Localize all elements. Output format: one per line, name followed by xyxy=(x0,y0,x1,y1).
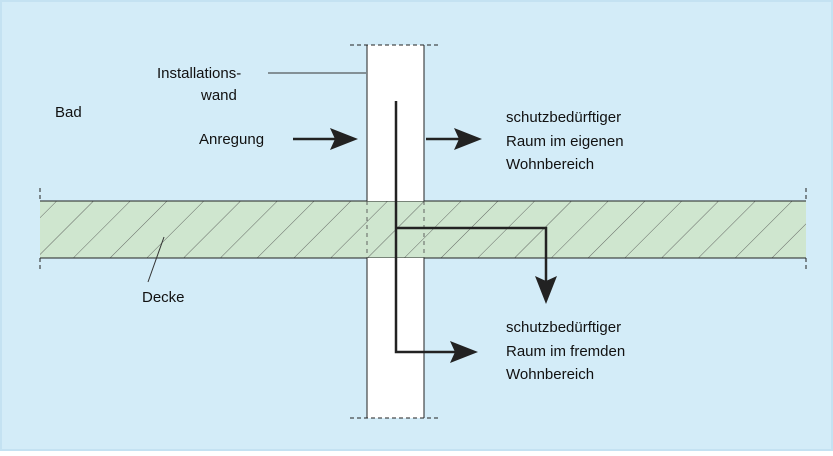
label-foreign-room-3: Wohnbereich xyxy=(506,366,594,383)
ceiling-slab xyxy=(39,188,807,272)
decke-leader xyxy=(147,236,165,283)
label-own-room-3: Wohnbereich xyxy=(506,156,594,173)
label-anregung: Anregung xyxy=(199,131,264,148)
label-installationswand-2: wand xyxy=(200,87,237,104)
label-foreign-room-2: Raum im fremden xyxy=(506,343,625,360)
downward-arrow xyxy=(535,276,557,304)
transmission-paths xyxy=(394,101,548,354)
label-decke: Decke xyxy=(142,289,185,306)
label-own-room-2: Raum im eigenen xyxy=(506,133,624,150)
own-room-arrow xyxy=(426,128,482,150)
anregung-arrow xyxy=(293,128,358,150)
foreign-room-arrow xyxy=(450,341,478,363)
label-bad: Bad xyxy=(55,104,82,121)
label-installationswand-1: Installations- xyxy=(157,65,241,82)
arrows xyxy=(293,128,557,363)
label-foreign-room-1: schutzbedürftiger xyxy=(506,319,621,336)
label-own-room-1: schutzbedürftiger xyxy=(506,109,621,126)
